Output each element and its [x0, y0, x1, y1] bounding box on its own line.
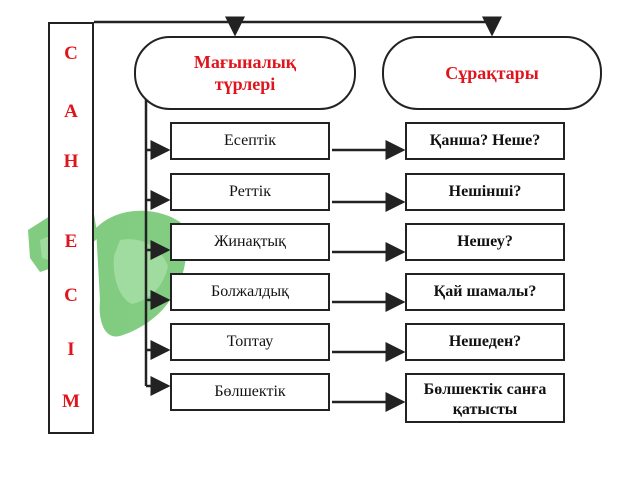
title-letter: С	[64, 285, 78, 306]
type-label: Реттік	[229, 183, 271, 200]
type-box-counting: Есептік	[170, 122, 330, 160]
type-label: Болжалдық	[211, 283, 289, 300]
question-label: Нешінші?	[448, 183, 522, 200]
type-label: Жинақтық	[214, 233, 286, 250]
type-box-approximate: Болжалдық	[170, 273, 330, 311]
question-box-approximate: Қай шамалы?	[405, 273, 565, 311]
question-label: Қай шамалы?	[433, 283, 537, 300]
question-label: Бөлшектік санға қатысты	[423, 381, 547, 418]
question-box-counting: Қанша? Неше?	[405, 122, 565, 160]
question-box-distributive: Нешеден?	[405, 323, 565, 361]
question-box-fractional: Бөлшектік санға қатысты	[405, 373, 565, 423]
type-box-collective: Жинақтық	[170, 223, 330, 261]
header-meaning-types-label: Мағыналық түрлері	[193, 52, 297, 94]
title-letter: М	[62, 391, 80, 412]
type-label: Топтау	[226, 333, 274, 350]
title-letter: Е	[64, 231, 78, 252]
header-meaning-types: Мағыналық түрлері	[134, 36, 356, 110]
type-box-distributive: Топтау	[170, 323, 330, 361]
header-questions-label: Сұрақтары	[445, 63, 539, 83]
title-letter: Н	[63, 151, 79, 172]
title-letter: А	[64, 101, 78, 122]
question-box-collective: Нешеу?	[405, 223, 565, 261]
type-label: Бөлшектік	[214, 383, 286, 400]
vertical-title-bar: С А Н Е С І М	[48, 22, 94, 434]
question-label: Нешеу?	[457, 233, 513, 250]
type-box-ordinal: Реттік	[170, 173, 330, 211]
question-box-ordinal: Нешінші?	[405, 173, 565, 211]
question-label: Қанша? Неше?	[429, 132, 541, 149]
type-box-fractional: Бөлшектік	[170, 373, 330, 411]
title-letter: І	[67, 339, 75, 360]
question-label: Нешеден?	[448, 333, 522, 350]
header-questions: Сұрақтары	[382, 36, 602, 110]
title-letter: С	[64, 43, 78, 64]
type-label: Есептік	[224, 132, 276, 149]
